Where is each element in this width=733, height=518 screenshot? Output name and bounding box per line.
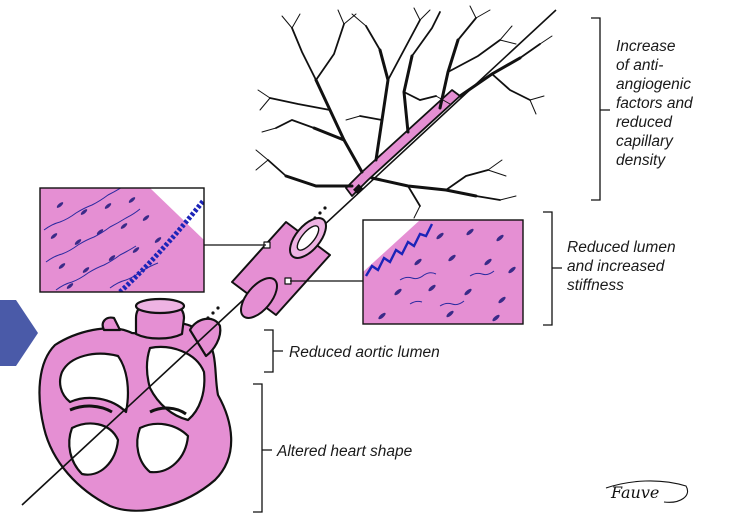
label-aortic-lumen: Reduced aortic lumen: [289, 343, 440, 362]
label-capillary-density: Increase of anti- angiogenic factors and…: [616, 37, 693, 170]
label-heart-shape: Altered heart shape: [277, 442, 412, 461]
svg-text:Fauve: Fauve: [610, 483, 659, 502]
label-lumen-stiffness: Reduced lumen and increased stiffness: [567, 238, 676, 295]
heart-vessel-left: [103, 318, 120, 330]
heart-illustration: [39, 299, 231, 511]
capillary-trunk: [346, 90, 460, 196]
bracket-capillary: [591, 18, 610, 200]
histology-box-stiff: [363, 220, 523, 324]
histology-box-normal: [40, 186, 204, 292]
bracket-heart: [253, 384, 272, 512]
bracket-lumen: [543, 212, 562, 325]
artery-cylinder: [232, 212, 333, 324]
aorta-opening: [136, 299, 184, 313]
capillary-branches: [256, 6, 552, 218]
capillary-tree: [256, 6, 552, 218]
nav-arrow-icon[interactable]: [0, 300, 16, 366]
nav-arrow-tip: [16, 300, 38, 366]
artist-signature-icon: Fauve: [606, 481, 688, 502]
bracket-aortic: [264, 330, 283, 372]
